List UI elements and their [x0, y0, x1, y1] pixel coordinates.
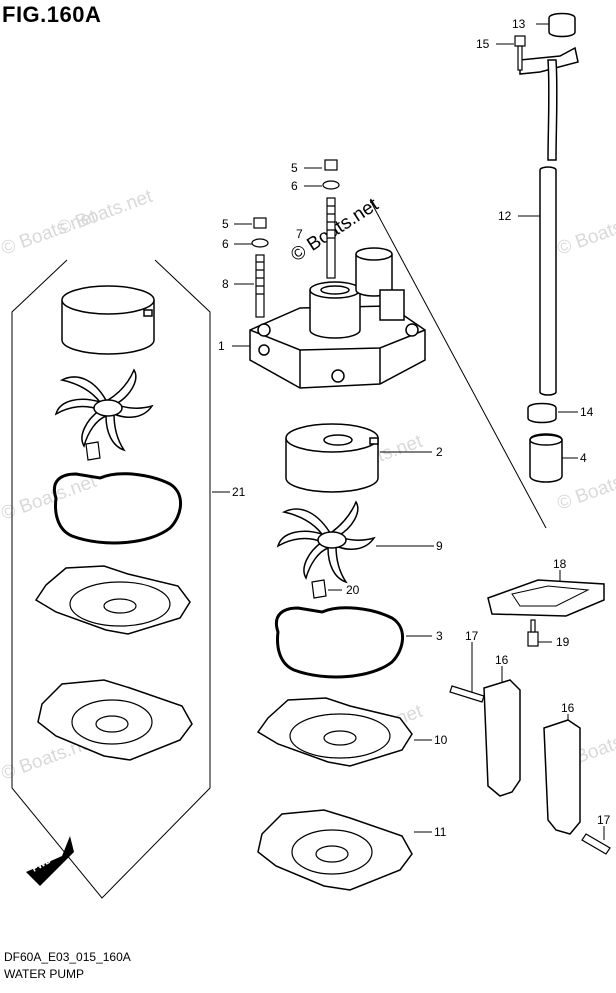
- kit-key: [85, 441, 101, 461]
- stud-bolt: [322, 159, 340, 279]
- callout-5: 5: [291, 161, 298, 175]
- leader-lines: [212, 23, 605, 840]
- strainer-left: [483, 679, 521, 797]
- kit-impeller: [54, 368, 154, 452]
- callout-15: 15: [476, 37, 490, 51]
- figure-code: DF60A_E03_015_160A: [4, 950, 131, 964]
- callout-9: 9: [436, 539, 443, 553]
- callout-17: 17: [465, 629, 479, 643]
- kit-lower-gasket: [37, 679, 193, 761]
- impeller-housing: [285, 423, 379, 493]
- screw-left: [449, 685, 485, 703]
- stud-bolt: [251, 217, 269, 318]
- watermark-text: © Boats.net: [0, 471, 100, 525]
- callout-6: 6: [291, 179, 298, 193]
- watermark-text: © Boats.net: [55, 186, 156, 240]
- callout-14: 14: [580, 405, 594, 419]
- pump-case: [249, 247, 426, 389]
- screw-right: [581, 833, 611, 855]
- callout-10: 10: [434, 733, 448, 747]
- callout-6: 6: [222, 237, 229, 251]
- callout-11: 11: [434, 825, 447, 839]
- kit-21-bracket: [11, 259, 211, 899]
- callout-7: 7: [296, 227, 303, 241]
- grille-cover: [487, 579, 605, 617]
- watermark-text: © Boats.net: [555, 206, 616, 260]
- figure-title: FIG.160A: [2, 2, 102, 27]
- callout-13: 13: [512, 17, 526, 31]
- callout-18: 18: [553, 557, 567, 571]
- pump-plate: [256, 697, 413, 767]
- callout-5: 5: [222, 217, 229, 231]
- callout-2: 2: [436, 445, 443, 459]
- callout-12: 12: [498, 209, 512, 223]
- callout-16: 16: [495, 653, 509, 667]
- callout-20: 20: [346, 583, 360, 597]
- callout-17: 17: [597, 813, 611, 827]
- watermark-text: © Boats.net: [555, 461, 616, 515]
- fwd-arrow: FWD: [26, 836, 74, 886]
- callout-3: 3: [436, 629, 443, 643]
- guide-line: [369, 199, 547, 529]
- callout-labels: 5 6 7 5 6 8 1 2 9 20 3 10 11 21 13 15 12…: [218, 17, 611, 839]
- callout-21: 21: [232, 485, 246, 499]
- callout-1: 1: [218, 339, 225, 353]
- callout-4: 4: [580, 451, 587, 465]
- callout-19: 19: [556, 635, 570, 649]
- callout-8: 8: [222, 277, 229, 291]
- small-bolt: [514, 35, 526, 71]
- water-tube: [519, 12, 579, 483]
- lower-gasket: [257, 809, 413, 891]
- impeller-key: [311, 579, 327, 599]
- kit-gasket: [53, 472, 182, 545]
- strainer-right: [543, 719, 581, 835]
- pump-gasket: [275, 606, 404, 679]
- kit-impeller-housing: [61, 285, 155, 355]
- figure-name: WATER PUMP: [4, 967, 84, 981]
- grille-screw: [527, 619, 539, 647]
- callout-16: 16: [561, 701, 575, 715]
